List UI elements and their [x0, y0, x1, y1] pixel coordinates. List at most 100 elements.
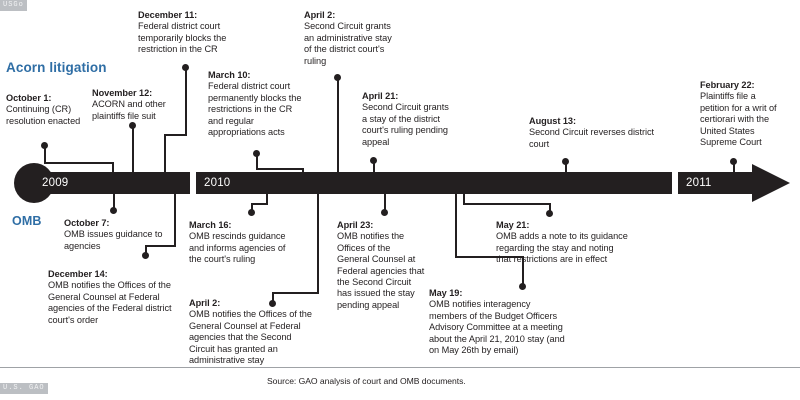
connector-dec-11-v1: [185, 68, 187, 136]
event-text: Continuing (CR) resolution enacted: [6, 104, 81, 126]
event-text: OMB adds a note to its guidance regardin…: [496, 231, 628, 265]
connector-oct-1-v2: [112, 162, 114, 174]
connector-dot-aug-13: [562, 158, 569, 165]
event-below-april-2: April 2: OMB notifies the Offices of the…: [189, 298, 319, 366]
axis-segment-2010: [196, 172, 672, 194]
event-above-december-11: December 11: Federal district court temp…: [138, 10, 248, 56]
connector-oct-1-v1: [44, 146, 46, 164]
connector-apr-2-below-h: [272, 292, 319, 294]
connector-mar-16-v1: [266, 192, 268, 205]
event-text: OMB notifies the Offices of the General …: [337, 231, 425, 310]
axis-year-2010: 2010: [204, 177, 231, 189]
connector-apr-21-v: [373, 161, 375, 174]
connector-dot-may-19: [519, 283, 526, 290]
event-date: December 14:: [48, 269, 108, 279]
event-date: April 2:: [304, 10, 336, 20]
event-above-august-13: August 13: Second Circuit reverses distr…: [529, 116, 657, 150]
connector-dot-apr-2-below: [269, 300, 276, 307]
connector-mar-10-h: [256, 168, 304, 170]
event-date: October 1:: [6, 93, 52, 103]
connector-dot-dec-11: [182, 64, 189, 71]
watermark-bottom: U.S. GAO: [0, 383, 48, 394]
connector-dot-nov-12: [129, 122, 136, 129]
event-below-december-14: December 14: OMB notifies the Offices of…: [48, 269, 180, 326]
event-below-october-7: October 7: OMB issues guidance to agenci…: [64, 218, 170, 252]
event-date: April 23:: [337, 220, 374, 230]
connector-dot-dec-14: [142, 252, 149, 259]
lane-label-omb: OMB: [12, 214, 42, 228]
connector-apr-23-v: [384, 192, 386, 212]
event-text: ACORN and other plaintiffs file suit: [92, 99, 166, 121]
event-date: April 2:: [189, 298, 221, 308]
connector-may-19-v2: [522, 256, 524, 286]
connector-mar-10-v2: [302, 168, 304, 176]
event-date: March 16:: [189, 220, 232, 230]
connector-apr-2-above-v: [337, 78, 339, 174]
connector-dot-apr-23: [381, 209, 388, 216]
connector-may-21-h: [463, 203, 551, 205]
axis-arrow-head: [752, 164, 790, 202]
event-date: August 13:: [529, 116, 576, 126]
event-date: February 22:: [700, 80, 755, 90]
connector-dot-oct-1: [41, 142, 48, 149]
connector-mar-16-h: [251, 203, 268, 205]
connector-dot-oct-7: [110, 207, 117, 214]
connector-aug-13-v: [565, 162, 567, 174]
axis-year-2009: 2009: [42, 177, 69, 189]
source-note: Source: GAO analysis of court and OMB do…: [267, 376, 466, 386]
connector-dot-may-21: [546, 210, 553, 217]
connector-mar-16-v2: [251, 203, 253, 212]
event-text: Second Circuit reverses district court: [529, 127, 655, 149]
connector-oct-7-v: [113, 192, 115, 210]
event-text: Second Circuit grants an administrative …: [304, 21, 392, 66]
connector-may-19-h: [455, 256, 524, 258]
connector-may-21-v1: [463, 192, 465, 205]
event-date: April 21:: [362, 91, 399, 101]
connector-mar-10-v1: [256, 154, 258, 170]
connector-dot-mar-16: [248, 209, 255, 216]
connector-apr-2-below-v2: [272, 292, 274, 304]
connector-dot-apr-2-above: [334, 74, 341, 81]
event-text: Federal district court permanently block…: [208, 81, 302, 138]
event-above-november-12: November 12: ACORN and other plaintiffs …: [92, 88, 186, 122]
event-date: December 11:: [138, 10, 198, 20]
connector-dec-11-h: [164, 134, 187, 136]
event-date: March 10:: [208, 70, 251, 80]
connector-dot-mar-10: [253, 150, 260, 157]
watermark-top: USGo: [0, 0, 27, 11]
connector-dot-apr-21: [370, 157, 377, 164]
event-text: OMB notifies the Offices of the General …: [189, 309, 312, 366]
event-text: OMB notifies interagency members of the …: [429, 299, 565, 356]
lane-label-acorn-litigation: Acorn litigation: [6, 60, 107, 75]
connector-dot-feb-22: [730, 158, 737, 165]
event-date: November 12:: [92, 88, 153, 98]
event-above-april-21: April 21: Second Circuit grants a stay o…: [362, 91, 450, 148]
event-above-february-22: February 22: Plaintiffs file a petition …: [700, 80, 786, 148]
event-below-april-23: April 23: OMB notifies the Offices of th…: [337, 220, 425, 311]
event-above-march-10: March 10: Federal district court permane…: [208, 70, 304, 138]
connector-dec-14-h: [145, 245, 176, 247]
connector-nov-12-v: [132, 126, 134, 174]
event-below-may-19: May 19: OMB notifies interagency members…: [429, 288, 565, 356]
event-text: Plaintiffs file a petition for a writ of…: [700, 91, 777, 148]
event-text: OMB rescinds guidance and informs agenci…: [189, 231, 286, 265]
connector-feb-22-v: [733, 162, 735, 174]
event-text: Second Circuit grants a stay of the dist…: [362, 102, 449, 147]
footer-divider: [0, 367, 800, 368]
event-date: May 21:: [496, 220, 530, 230]
event-above-october-1: October 1: Continuing (CR) resolution en…: [6, 93, 94, 127]
connector-dec-14-v2: [145, 245, 147, 256]
event-text: Federal district court temporarily block…: [138, 21, 227, 55]
event-text: OMB notifies the Offices of the General …: [48, 280, 172, 325]
event-above-april-2: April 2: Second Circuit grants an admini…: [304, 10, 396, 67]
axis-year-2011: 2011: [686, 177, 712, 189]
connector-oct-1-h: [44, 162, 114, 164]
connector-apr-2-below-v1: [317, 192, 319, 293]
event-date: October 7:: [64, 218, 110, 228]
axis-segment-2011: [678, 172, 754, 194]
event-text: OMB issues guidance to agencies: [64, 229, 163, 251]
event-date: May 19:: [429, 288, 463, 298]
connector-dec-11-v2: [164, 134, 166, 174]
event-below-march-16: March 16: OMB rescinds guidance and info…: [189, 220, 299, 266]
